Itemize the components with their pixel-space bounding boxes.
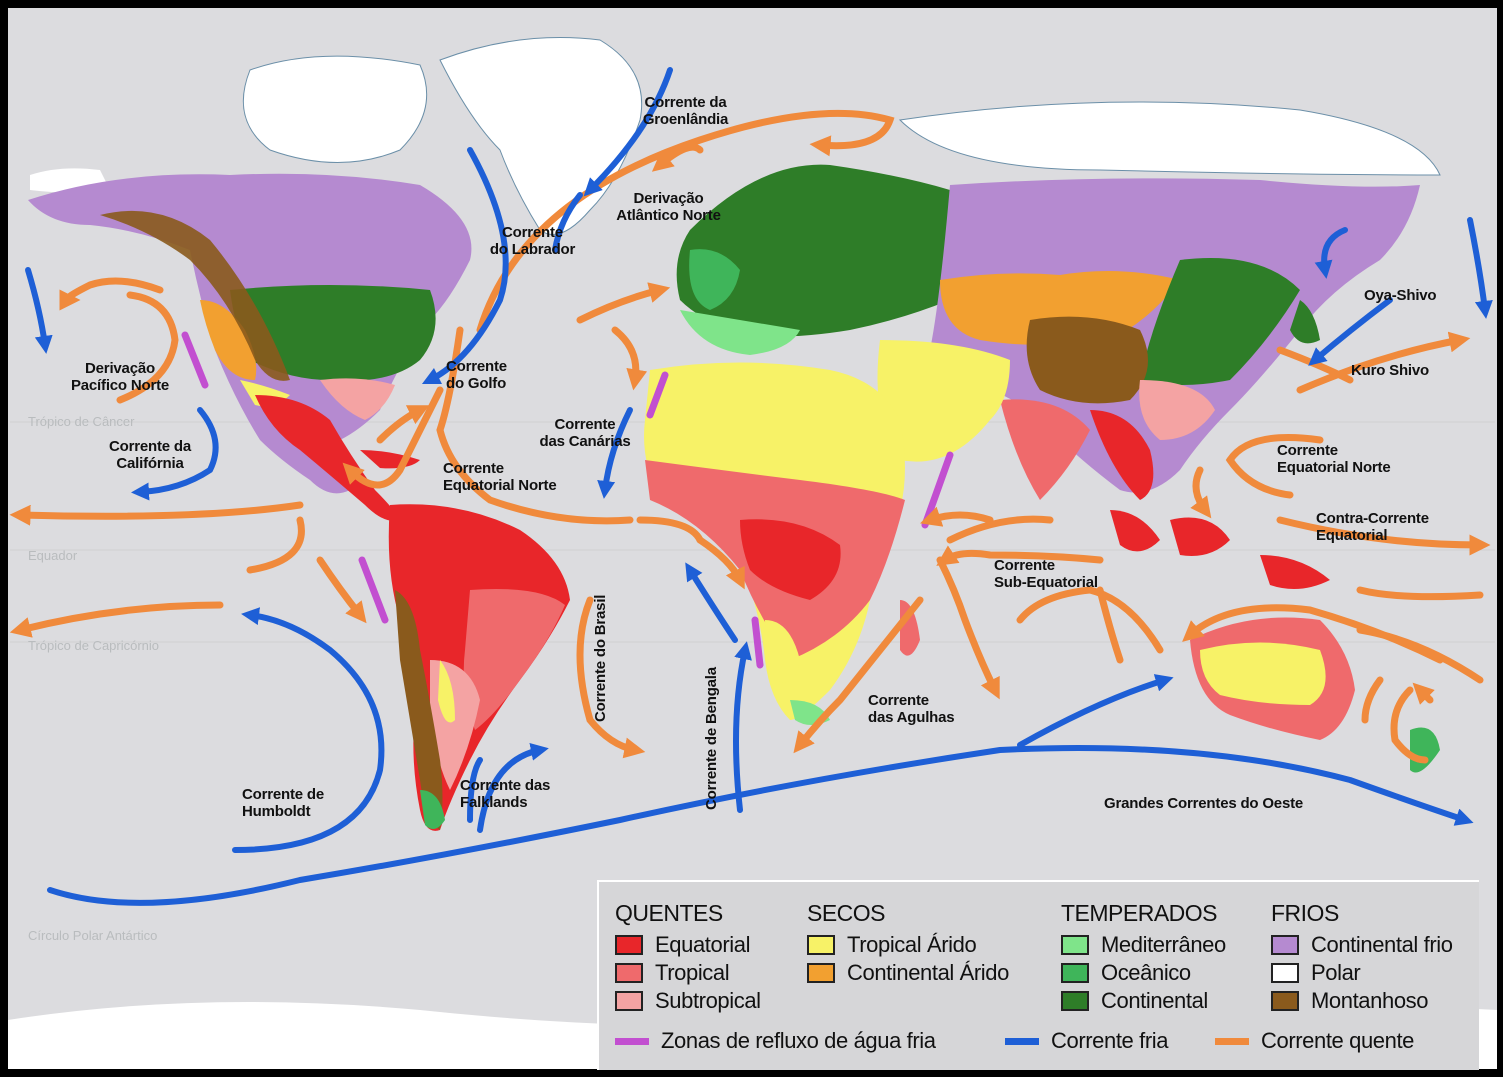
legend-item-mediterraneo: Mediterrâneo	[1061, 932, 1226, 958]
swatch-subtropical	[615, 991, 643, 1011]
legend-item-continental-frio: Continental frio	[1271, 932, 1453, 958]
siberian-arctic	[898, 101, 1441, 176]
label-sub-equatorial: Corrente Sub-Equatorial	[994, 557, 1098, 591]
label-grandes-correntes-oeste: Grandes Correntes do Oeste	[1104, 795, 1304, 812]
label-corrente-agulhas: Corrente das Agulhas	[868, 692, 955, 726]
label-contra-corrente-equatorial: Contra-Corrente Equatorial	[1316, 510, 1429, 544]
legend-item-montanhoso: Montanhoso	[1271, 988, 1428, 1014]
swatch-equatorial	[615, 935, 643, 955]
central-america	[255, 395, 400, 521]
legend-line-corrente-fria: Corrente fria	[1005, 1028, 1168, 1054]
label-corrente-bengala: Corrente de Bengala	[703, 667, 720, 810]
legend: QUENTES SECOS TEMPERADOS FRIOS Equatoria…	[597, 880, 1479, 1070]
legend-title-quentes: QUENTES	[615, 900, 723, 926]
legend-item-tropical-arido: Tropical Árido	[807, 932, 977, 958]
legend-item-oceanico: Oceânico	[1061, 960, 1191, 986]
label-corrente-golfo: Corrente do Golfo	[446, 358, 507, 392]
label-derivacao-atlantico-norte: Derivação Atlântico Norte	[616, 190, 721, 224]
swatch-tropical	[615, 963, 643, 983]
label-derivacao-pacifico-norte: Derivação Pacífico Norte	[70, 360, 170, 394]
swatch-continental-arido	[807, 963, 835, 983]
legend-item-equatorial: Equatorial	[615, 932, 750, 958]
swatch-oceanico	[1061, 963, 1089, 983]
swatch-montanhoso	[1271, 991, 1299, 1011]
equator-label: Equador	[28, 548, 78, 563]
swatch-tropical-arido	[807, 935, 835, 955]
label-corrente-falklands: Corrente das Falklands	[460, 777, 551, 811]
label-corrente-groenlandia: Corrente da Groenlândia	[642, 94, 729, 128]
swatch-continental-frio	[1271, 935, 1299, 955]
legend-item-polar: Polar	[1271, 960, 1361, 986]
swatch-continental	[1061, 991, 1089, 1011]
warm-currents	[9, 109, 1491, 764]
tropic-of-capricorn-label: Trópico de Capricórnio	[28, 638, 160, 653]
label-equatorial-norte-atlantico: Corrente Equatorial Norte	[443, 460, 557, 494]
legend-item-tropical: Tropical	[615, 960, 730, 986]
swatch-mediterraneo	[1061, 935, 1089, 955]
label-corrente-humboldt: Corrente de Humboldt	[242, 786, 324, 820]
line-swatch-refluxo	[615, 1037, 649, 1045]
legend-item-subtropical: Subtropical	[615, 988, 761, 1014]
line-swatch-corrente-fria	[1005, 1037, 1039, 1045]
legend-item-continental: Continental	[1061, 988, 1208, 1014]
label-corrente-brasil: Corrente do Brasil	[592, 594, 609, 722]
label-corrente-canarias: Corrente das Canárias	[539, 416, 631, 450]
label-oya-shivo: Oya-Shivo	[1364, 287, 1437, 304]
legend-title-secos: SECOS	[807, 900, 886, 926]
label-equatorial-norte-pacifico: Corrente Equatorial Norte	[1277, 442, 1391, 476]
label-corrente-california: Corrente da Califórnia	[109, 438, 191, 472]
label-corrente-labrador: Corrente do Labrador	[489, 224, 576, 258]
legend-title-frios: FRIOS	[1271, 900, 1339, 926]
swatch-polar	[1271, 963, 1299, 983]
tropic-of-cancer-label: Trópico de Câncer	[28, 414, 135, 429]
label-kuro-shivo: Kuro Shivo	[1351, 362, 1430, 379]
canadian-arctic	[242, 55, 428, 163]
legend-line-corrente-quente: Corrente quente	[1215, 1028, 1414, 1054]
cold-currents	[25, 67, 1493, 906]
antarctic-circle-label: Círculo Polar Antártico	[28, 928, 158, 943]
legend-line-refluxo: Zonas de refluxo de água fria	[615, 1028, 936, 1054]
europe	[676, 164, 950, 337]
line-swatch-corrente-quente	[1215, 1037, 1249, 1045]
legend-title-temperados: TEMPERADOS	[1061, 900, 1218, 926]
legend-item-continental-arido: Continental Árido	[807, 960, 1009, 986]
